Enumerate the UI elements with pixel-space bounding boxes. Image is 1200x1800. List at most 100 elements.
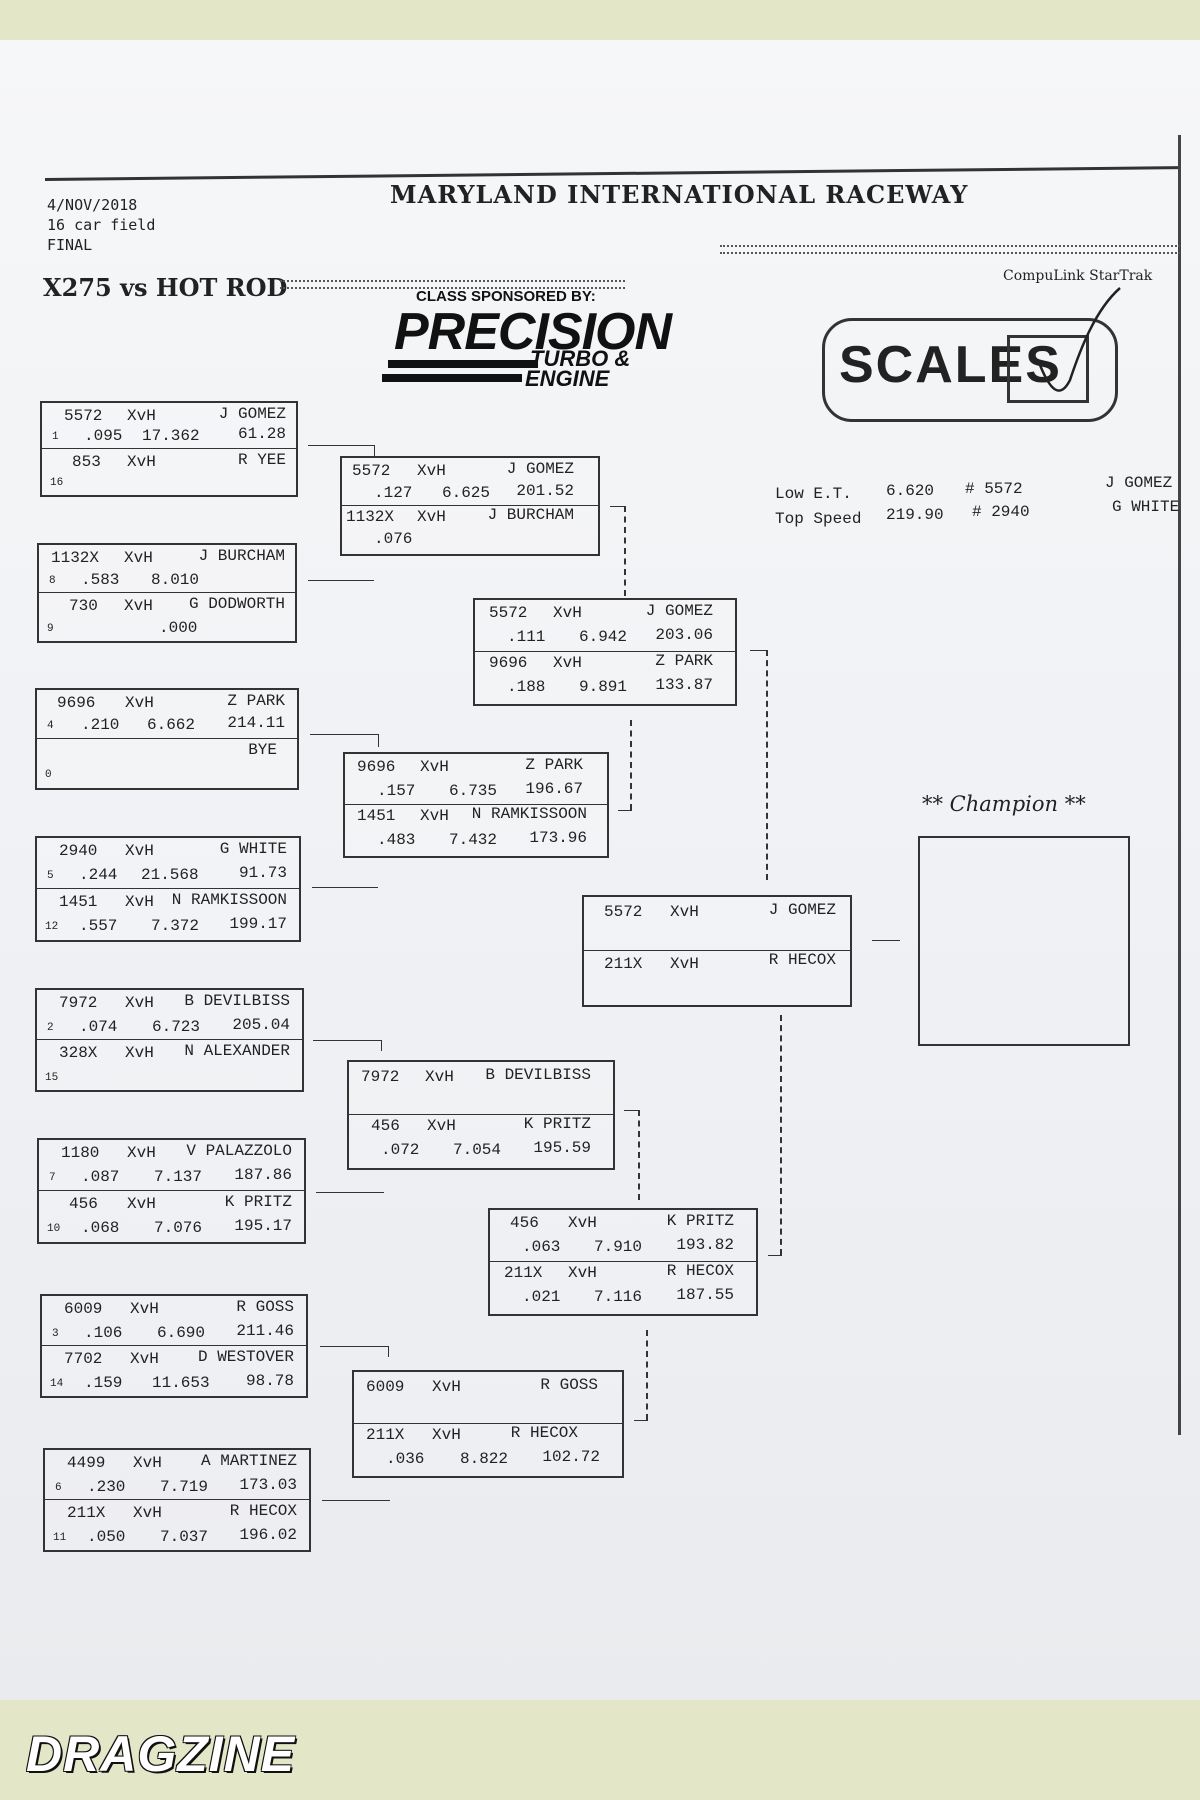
seed-number: 15 xyxy=(45,1072,59,1084)
reaction-time: .111 xyxy=(507,628,546,646)
speed-mph: 61.28 xyxy=(237,425,286,443)
bracket-connector xyxy=(308,580,374,581)
startrak-label: CompuLink StarTrak xyxy=(1003,268,1153,284)
class-code: XvH xyxy=(553,604,582,622)
reaction-time: .127 xyxy=(374,484,413,502)
driver-name: D WESTOVER xyxy=(197,1348,294,1366)
class-code: XvH xyxy=(432,1426,461,1444)
seed-number: 10 xyxy=(47,1223,61,1235)
sponsor-brand: PRECISION xyxy=(394,303,672,361)
speed-mph: 173.03 xyxy=(239,1476,297,1494)
car-number: 1451 xyxy=(59,893,98,911)
car-number: 5572 xyxy=(489,604,528,622)
car-number: 6009 xyxy=(366,1378,405,1396)
driver-name: J GOMEZ xyxy=(218,405,286,423)
seed-number: 7 xyxy=(49,1172,56,1184)
driver-name: N ALEXANDER xyxy=(184,1042,290,1060)
low-et-value: 6.620 xyxy=(886,482,935,500)
reaction-time: .159 xyxy=(84,1374,123,1392)
elapsed-time: 7.116 xyxy=(594,1288,643,1306)
reaction-time: .095 xyxy=(84,427,123,445)
bracket-sheet: 4/NOV/2018 16 car field FINAL MARYLAND I… xyxy=(0,40,1200,1700)
speed-mph: 214.11 xyxy=(227,714,285,732)
reaction-time: .072 xyxy=(381,1141,420,1159)
elapsed-time: 6.690 xyxy=(157,1324,206,1342)
car-number: 1132X xyxy=(51,549,100,567)
class-code: XvH xyxy=(133,1454,162,1472)
driver-name: Z PARK xyxy=(227,692,285,710)
r3-match-1: 5572 XvH J GOMEZ .111 6.942 203.06 9696 … xyxy=(473,598,737,706)
final-match: 5572 XvH J GOMEZ 211X XvH R HECOX xyxy=(582,895,852,1007)
bracket-connector xyxy=(610,506,624,507)
speed-mph: 133.87 xyxy=(655,676,713,694)
driver-name: N RAMKISSOON xyxy=(471,805,587,823)
class-code: XvH xyxy=(553,654,582,672)
field-size: 16 car field xyxy=(47,216,156,234)
driver-name: V PALAZZOLO xyxy=(186,1142,292,1160)
r2-match-3: 7972 XvH B DEVILBISS 456 XvH K PRITZ .07… xyxy=(347,1060,615,1170)
car-number: 853 xyxy=(72,453,101,471)
class-code: XvH xyxy=(417,462,446,480)
champion-box xyxy=(918,836,1130,1046)
car-number: 2940 xyxy=(59,842,98,860)
elapsed-time: .000 xyxy=(159,619,198,637)
bracket-dashed-connector xyxy=(630,720,632,810)
scales-label: SCALES xyxy=(839,336,1062,394)
car-number: 9696 xyxy=(489,654,528,672)
car-number: 7702 xyxy=(64,1350,103,1368)
car-number: 1180 xyxy=(61,1144,100,1162)
checkmark-icon xyxy=(1038,287,1121,392)
elapsed-time: 6.625 xyxy=(442,484,491,502)
elapsed-time: 7.432 xyxy=(449,831,498,849)
class-code: XvH xyxy=(124,597,153,615)
driver-name: R GOSS xyxy=(540,1376,598,1394)
scales-stamp: SCALES xyxy=(822,318,1118,422)
low-et-label: Low E.T. xyxy=(775,485,852,503)
elapsed-time: 6.942 xyxy=(579,628,628,646)
r1-match-7: 6009 XvH R GOSS 3 .106 6.690 211.46 7702… xyxy=(40,1294,308,1398)
sponsor-stripe xyxy=(382,374,522,382)
class-dotted-rule xyxy=(280,280,625,289)
r1-match-3: 9696 XvH Z PARK 4 .210 6.662 214.11 BYE … xyxy=(35,688,299,790)
driver-name: N RAMKISSOON xyxy=(171,891,287,909)
reaction-time: .050 xyxy=(87,1528,126,1546)
r2-match-4: 6009 XvH R GOSS 211X XvH R HECOX .036 8.… xyxy=(352,1370,624,1478)
low-et-driver: J GOMEZ xyxy=(1105,474,1173,492)
speed-mph: 98.78 xyxy=(245,1372,294,1390)
seed-number: 6 xyxy=(55,1482,62,1494)
sponsor-stripe xyxy=(388,360,538,368)
elapsed-time: 7.719 xyxy=(160,1478,209,1496)
reaction-time: .074 xyxy=(79,1018,118,1036)
class-code: XvH xyxy=(127,453,156,471)
speed-mph: 201.52 xyxy=(516,482,574,500)
speed-mph: 187.86 xyxy=(234,1166,292,1184)
reaction-time: .087 xyxy=(81,1168,120,1186)
bracket-connector xyxy=(308,445,375,458)
driver-name: R HECOX xyxy=(229,1502,297,1520)
seed-number: 5 xyxy=(47,870,54,882)
top-speed-driver: G WHITE xyxy=(1112,498,1180,516)
elapsed-time: 7.076 xyxy=(154,1219,203,1237)
r1-match-6: 1180 XvH V PALAZZOLO 7 .087 7.137 187.86… xyxy=(37,1138,306,1244)
elapsed-time: 9.891 xyxy=(579,678,628,696)
header-info: 4/NOV/2018 16 car field FINAL xyxy=(47,195,155,255)
class-code: XvH xyxy=(125,694,154,712)
driver-name: B DEVILBISS xyxy=(184,992,290,1010)
class-code: XvH xyxy=(130,1300,159,1318)
class-code: XvH xyxy=(125,842,154,860)
driver-name: G WHITE xyxy=(219,840,287,858)
car-number: 456 xyxy=(371,1117,400,1135)
class-code: XvH xyxy=(124,549,153,567)
driver-name: B DEVILBISS xyxy=(485,1066,591,1084)
sponsor-brand-line2: TURBO & xyxy=(530,346,631,371)
reaction-time: .021 xyxy=(522,1288,561,1306)
class-code: XvH xyxy=(568,1214,597,1232)
seed-number: 8 xyxy=(49,575,56,587)
speed-mph: 187.55 xyxy=(676,1286,734,1304)
car-number: 4499 xyxy=(67,1454,106,1472)
sponsor-brand-line3: ENGINE xyxy=(525,366,610,391)
speed-mph: 203.06 xyxy=(655,626,713,644)
bracket-dashed-connector xyxy=(638,1110,640,1200)
r3-match-2: 456 XvH K PRITZ .063 7.910 193.82 211X X… xyxy=(488,1208,758,1316)
class-code: XvH xyxy=(417,508,446,526)
